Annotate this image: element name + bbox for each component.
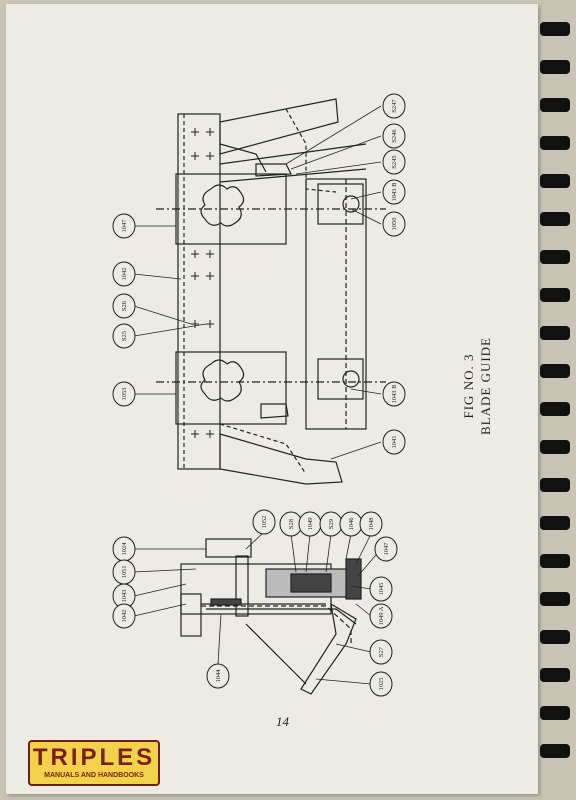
figure-subtitle: BLADE GUIDE [478,337,493,436]
callout-s25: S25 [121,331,128,341]
callout-s246: S246 [391,129,398,143]
triples-logo: TRIPLES MANUALS AND HANDBOOKS [28,740,160,786]
callout-1049a: 1049 A [378,606,385,625]
section-knob [205,538,252,558]
callout-1041: 1041 [391,436,398,449]
callout-1053: 1053 [121,388,128,401]
logo-tagline: MANUALS AND HANDBOOKS [44,772,144,779]
callout-1045: 1045 [378,583,385,596]
callout-1051: 1051 [121,566,128,579]
top-arm [219,98,339,155]
callout-s26: S26 [121,300,128,311]
callout-s28: S28 [288,519,295,529]
callout-1052: 1052 [261,516,268,529]
callout-1046: 1046 [348,517,355,531]
callout-1024: 1024 [121,542,128,556]
callout-1050: 1050 [391,218,398,231]
page-number: 14 [276,714,289,729]
callout-1047-upper: 1047 [121,219,128,233]
blade-guide-drawing: S247 S246 S245 1043 B 1050 1047 1042 S26… [112,93,406,697]
lower-guide-block [175,351,287,425]
callout-s247: S247 [391,99,398,113]
manual-page: S247 S246 S245 1043 B 1050 1047 1042 S26… [6,4,538,794]
callout-s29: S29 [328,519,335,529]
callout-1049: 1049 [307,518,314,531]
callout-s27: S27 [378,646,385,657]
callout-1042-upper: 1042 [121,268,128,281]
callout-1025: 1025 [378,678,385,691]
logo-name: TRIPLES [32,744,156,771]
callout-1042-lower: 1042 [121,610,128,623]
callout-1044: 1044 [215,669,222,683]
guide-rail [177,113,221,470]
callout-1048: 1048 [368,518,375,531]
spiral-binding [540,22,570,758]
guide-arm [245,623,307,685]
callout-1043b-lower: 1043 B [391,384,398,404]
callout-1043b-upper: 1043 B [391,182,398,202]
callout-1043: 1043 [121,590,128,603]
figure-title: FIG NO. 3 [461,353,476,419]
callout-1047-lower: 1047 [383,542,390,556]
callout-s245: S245 [391,155,398,168]
bottom-arm [219,433,343,485]
